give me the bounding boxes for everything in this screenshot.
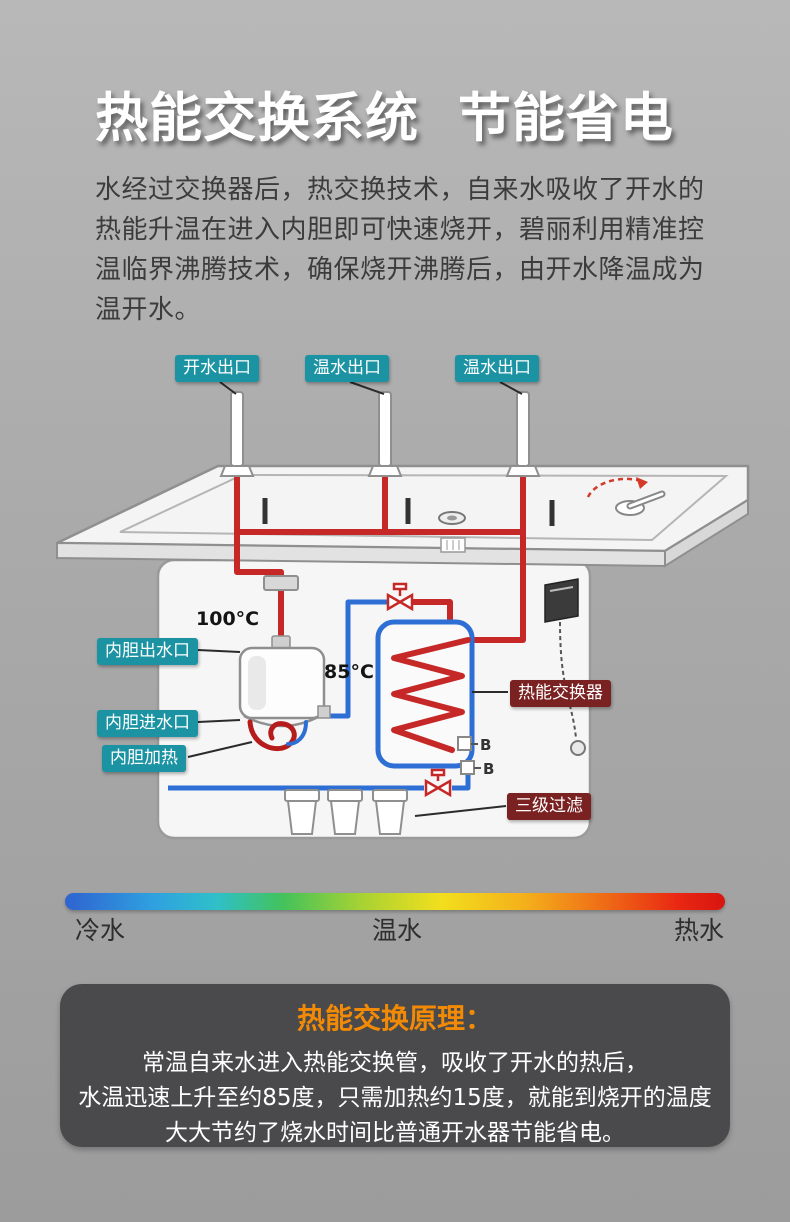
- drain: [438, 511, 466, 553]
- counter-top: [55, 464, 750, 568]
- valve-top-icon: [386, 582, 414, 612]
- intro-line: 温临界沸腾技术，确保烧开沸腾后，由开水降温成为: [95, 255, 705, 285]
- faucet-1: [219, 391, 255, 477]
- intro-line: 水经过交换器后，热交换技术，自来水吸收了开水的: [95, 175, 705, 205]
- tank-heater-tag: 内胆加热: [102, 745, 186, 772]
- principle-title: 热能交换原理：: [296, 1002, 493, 1035]
- intro-line: 温开水。: [95, 295, 202, 325]
- intro-paragraph: 水经过交换器后，热交换技术，自来水吸收了开水的 热能升温在进入内胆即可快速烧开，…: [95, 170, 725, 330]
- temperature-gradient-bar: [65, 893, 725, 910]
- scale-label-cold: 冷水: [75, 916, 126, 945]
- heat-exchanger-tag: 热能交换器: [510, 680, 611, 707]
- filter-tag: 三级过滤: [507, 793, 591, 820]
- system-diagram: B B: [0, 350, 790, 895]
- outlet-tag-boiling: 开水出口: [175, 355, 259, 382]
- faucet-3: [505, 391, 541, 477]
- principle-line: 常温自来水进入热能交换管，吸收了开水的热后，: [142, 1050, 648, 1076]
- intro-line: 热能升温在进入内胆即可快速烧开，碧丽利用精准控: [95, 215, 705, 245]
- faucet-handle: [615, 490, 666, 516]
- water-tank: [238, 575, 331, 752]
- tank-heater-coil: [247, 719, 308, 752]
- system-diagram-drawing: B B: [55, 381, 750, 840]
- faucets: [219, 391, 541, 477]
- outlet-tag-warm-1: 温水出口: [305, 355, 389, 382]
- scale-label-hot: 热水: [674, 916, 725, 945]
- leader-lines: [187, 381, 523, 817]
- principle-line: 大大节约了烧水时间比普通开水器节能省电。: [165, 1120, 625, 1146]
- tank-inlet-tag: 内胆进水口: [97, 710, 198, 737]
- temp-85c-label: 85°C: [324, 661, 374, 683]
- page-title: 热能交换系统 节能省电: [95, 88, 674, 149]
- filter-cartridges: [284, 789, 408, 835]
- scale-label-warm: 温水: [372, 916, 423, 945]
- b-ports: B B: [457, 736, 494, 778]
- b-mark: B: [483, 760, 494, 778]
- principle-line: 水温迅速上升至约85度，只需加热约15度，就能到烧开的温度: [78, 1085, 712, 1111]
- wall-bracket: [544, 578, 579, 623]
- b-mark: B: [480, 736, 491, 754]
- valve-bottom-icon: [424, 768, 452, 798]
- temp-100c-label: 100°C: [196, 608, 260, 630]
- tank-outlet-tag: 内胆出水口: [97, 638, 198, 665]
- principle-box: 热能交换原理： 常温自来水进入热能交换管，吸收了开水的热后， 水温迅速上升至约8…: [60, 984, 730, 1147]
- heat-exchanger-coil: B B: [375, 619, 494, 778]
- faucet-2: [367, 391, 403, 477]
- outlet-tag-warm-2: 温水出口: [455, 355, 539, 382]
- rotation-arrow-icon: [586, 477, 648, 498]
